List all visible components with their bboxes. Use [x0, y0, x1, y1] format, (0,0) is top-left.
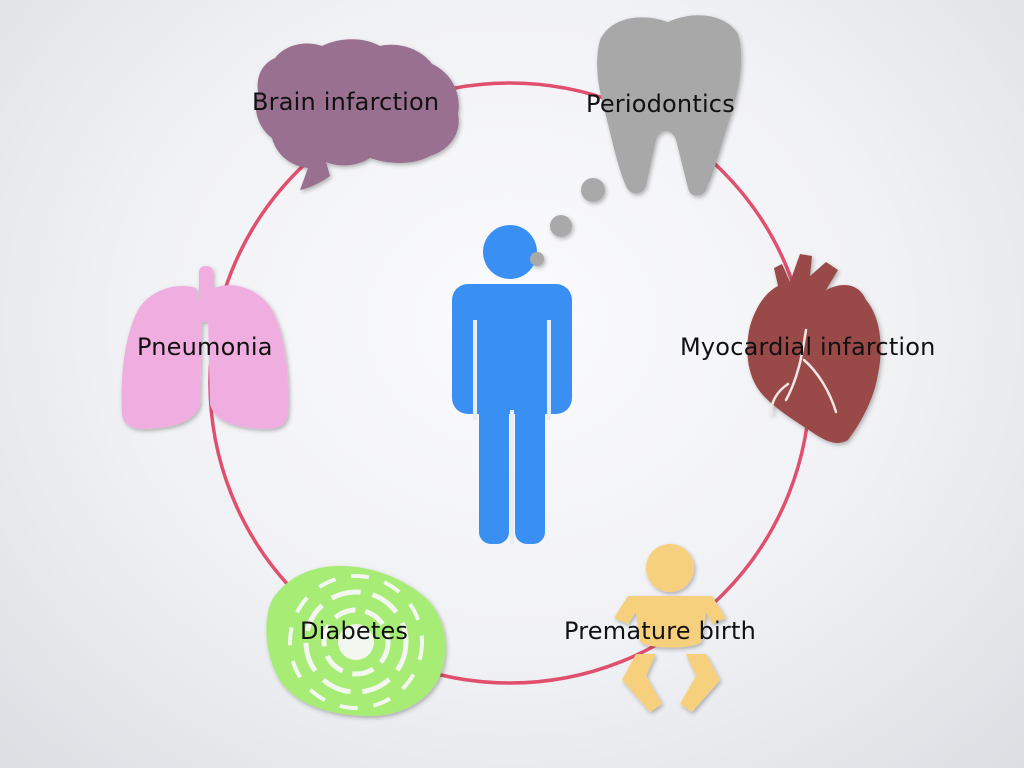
baby-icon: [614, 544, 726, 712]
heart-icon: [747, 254, 881, 443]
brain-icon: [255, 39, 459, 190]
label-premature-birth: Premature birth: [564, 617, 756, 645]
thought-bubbles: [530, 178, 605, 266]
diabetes-tissue-icon: [266, 566, 446, 716]
label-periodontics: Periodontics: [586, 90, 735, 118]
thought-bubble-medium: [550, 215, 572, 237]
thought-bubble-large: [581, 178, 605, 202]
label-myocardial-infarction: Myocardial infarction: [680, 333, 936, 361]
label-pneumonia: Pneumonia: [137, 333, 273, 361]
label-diabetes: Diabetes: [300, 617, 409, 645]
person-icon: [452, 225, 572, 544]
tooth-icon: [597, 15, 742, 196]
lungs-icon: [121, 266, 289, 429]
label-brain-infarction: Brain infarction: [252, 88, 440, 116]
